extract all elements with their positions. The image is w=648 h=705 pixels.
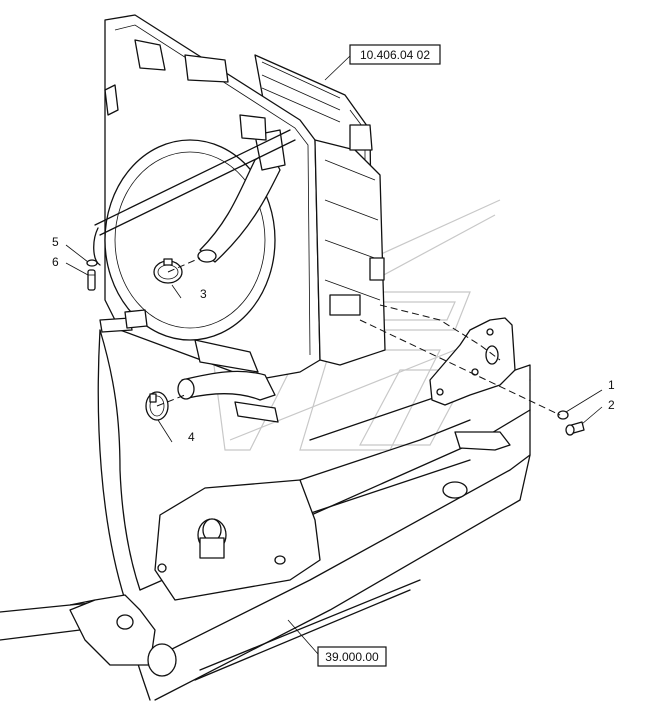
callout-5: 5 [52,235,59,249]
reference-box-top: 10.406.04 02 [349,44,441,65]
cooling-pack [93,14,386,423]
reference-bottom-text: 39.000.00 [325,650,379,664]
bolt-2 [565,421,585,436]
alignment-lines [156,257,561,416]
chassis-frame [0,329,531,701]
callout-6: 6 [52,255,59,269]
screw-6 [87,269,96,291]
washer-5 [86,259,98,267]
reference-top-text: 10.406.04 02 [360,48,430,62]
leader-lines [65,55,603,655]
mounting-bracket [429,317,516,406]
callout-3: 3 [200,287,207,301]
reference-box-bottom: 39.000.00 [317,646,387,667]
callout-2: 2 [608,398,615,412]
nut-1 [557,410,569,420]
callout-4: 4 [188,430,195,444]
callout-1: 1 [608,378,615,392]
